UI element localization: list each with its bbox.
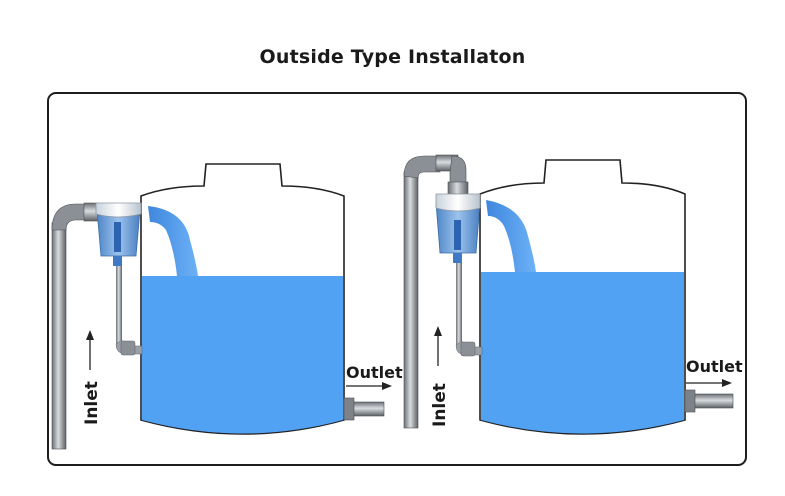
right-inlet-label: Inlet [430, 383, 450, 427]
right-tank-water [481, 272, 684, 434]
left-tank-water [142, 276, 343, 434]
right-float-valve [435, 193, 481, 263]
left-sensing-tube [116, 266, 122, 344]
right-water-stream [486, 200, 536, 272]
right-inlet-pipe [403, 171, 419, 429]
right-inlet-arrow [434, 326, 442, 366]
left-inlet-elbow [51, 203, 87, 231]
left-water-stream [148, 206, 198, 276]
right-setup: Inlet Outlet [403, 154, 743, 435]
diagram-title: Outside Type Installaton [259, 46, 526, 68]
right-outlet-arrow [686, 379, 732, 387]
left-inlet-label: Inlet [82, 381, 102, 425]
left-inlet-arrow [86, 330, 94, 370]
right-outlet-label: Outlet [686, 357, 743, 376]
left-setup: Inlet Outlet [51, 163, 403, 450]
left-float-valve [95, 202, 142, 266]
left-inlet-pipe [51, 222, 67, 450]
left-outlet-label: Outlet [346, 363, 403, 382]
right-sensing-tube [456, 263, 462, 345]
left-outlet-arrow [346, 382, 392, 390]
